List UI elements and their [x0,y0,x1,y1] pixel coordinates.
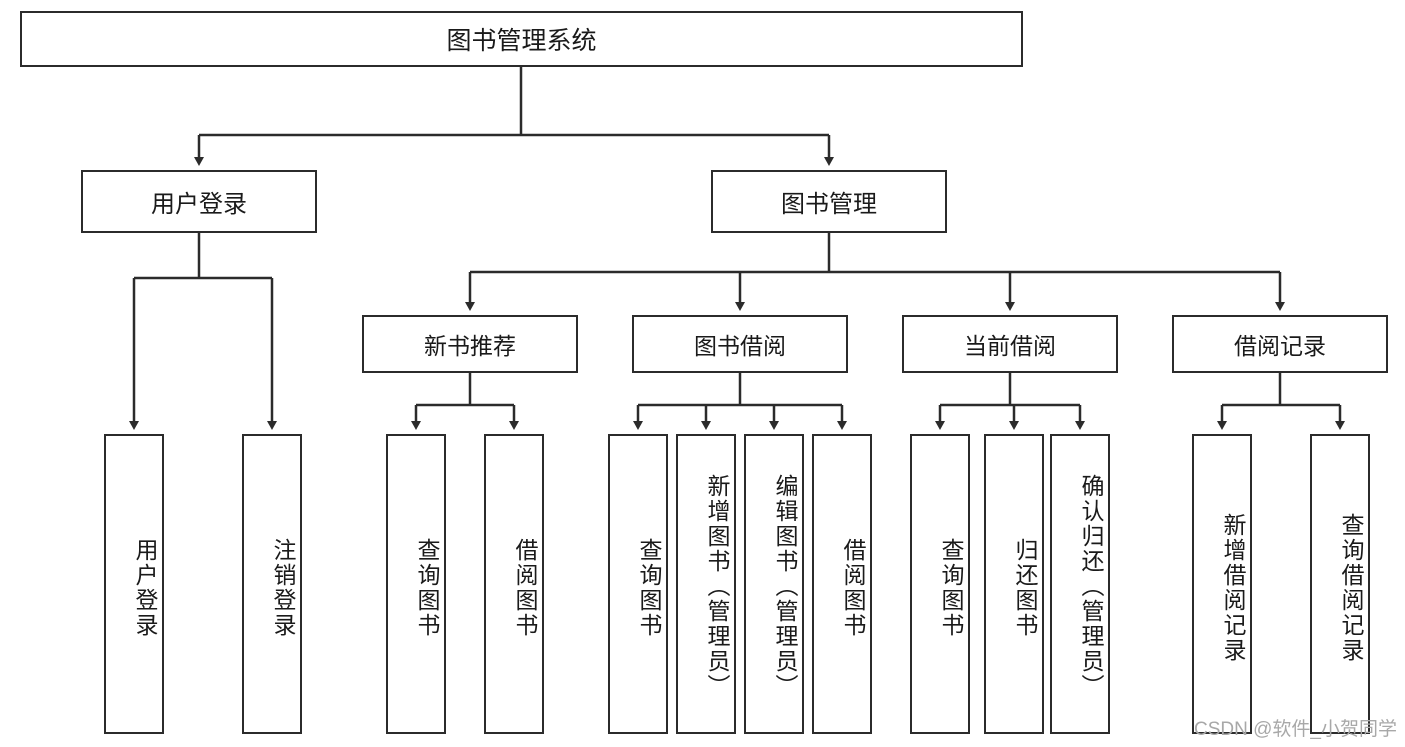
node-leaf-user-login-label: 用户登录 [132,538,158,638]
node-leaf-query-record[interactable]: 查询借阅记录 [1310,434,1370,734]
node-new-book-recommend-label: 新书推荐 [424,333,516,359]
node-book-borrow-label: 图书借阅 [694,333,786,359]
node-leaf-add-record-label: 新增借阅记录 [1220,513,1246,663]
node-leaf-query-book-2-label: 查询图书 [636,538,662,638]
node-leaf-return-book[interactable]: 归还图书 [984,434,1044,734]
node-leaf-borrow-book-1[interactable]: 借阅图书 [484,434,544,734]
node-leaf-query-book-2[interactable]: 查询图书 [608,434,668,734]
node-user-login[interactable]: 用户登录 [81,170,317,233]
connector-group-borrow-record [1217,373,1345,430]
node-book-borrow[interactable]: 图书借阅 [632,315,848,373]
node-borrow-record-label: 借阅记录 [1234,333,1326,359]
connector-group-user-login [129,233,277,430]
node-root[interactable]: 图书管理系统 [20,11,1023,67]
csdn-watermark: CSDN @软件_小贺同学 [1194,719,1397,740]
node-leaf-edit-book[interactable]: 编辑图书（管理员） [744,434,804,734]
node-leaf-query-book-1[interactable]: 查询图书 [386,434,446,734]
connector-group-book-manage [465,233,1285,311]
connector-group-book-borrow [633,373,847,430]
node-leaf-add-book-label: 新增图书（管理员） [704,473,730,699]
node-leaf-logout[interactable]: 注销登录 [242,434,302,734]
node-leaf-confirm-return-label: 确认归还（管理员） [1078,473,1104,699]
node-leaf-borrow-book-2-label: 借阅图书 [840,538,866,638]
node-current-borrow[interactable]: 当前借阅 [902,315,1118,373]
node-leaf-return-book-label: 归还图书 [1012,538,1038,638]
node-leaf-query-book-1-label: 查询图书 [414,538,440,638]
node-leaf-logout-label: 注销登录 [270,538,296,638]
node-leaf-borrow-book-1-label: 借阅图书 [512,538,538,638]
node-book-manage[interactable]: 图书管理 [711,170,947,233]
connector-group-current-borrow [935,373,1085,430]
node-leaf-add-book[interactable]: 新增图书（管理员） [676,434,736,734]
connector-group-root [194,67,834,166]
node-leaf-query-record-label: 查询借阅记录 [1338,513,1364,663]
node-borrow-record[interactable]: 借阅记录 [1172,315,1388,373]
node-leaf-edit-book-label: 编辑图书（管理员） [772,473,798,699]
node-leaf-query-book-3-label: 查询图书 [938,538,964,638]
node-book-manage-label: 图书管理 [781,191,877,218]
node-leaf-user-login[interactable]: 用户登录 [104,434,164,734]
node-current-borrow-label: 当前借阅 [964,333,1056,359]
node-new-book-recommend[interactable]: 新书推荐 [362,315,578,373]
node-leaf-add-record[interactable]: 新增借阅记录 [1192,434,1252,734]
node-leaf-borrow-book-2[interactable]: 借阅图书 [812,434,872,734]
node-leaf-query-book-3[interactable]: 查询图书 [910,434,970,734]
connector-group-new-book-recommend [411,373,519,430]
node-leaf-confirm-return[interactable]: 确认归还（管理员） [1050,434,1110,734]
node-root-label: 图书管理系统 [446,27,597,55]
node-user-login-label: 用户登录 [151,191,247,218]
